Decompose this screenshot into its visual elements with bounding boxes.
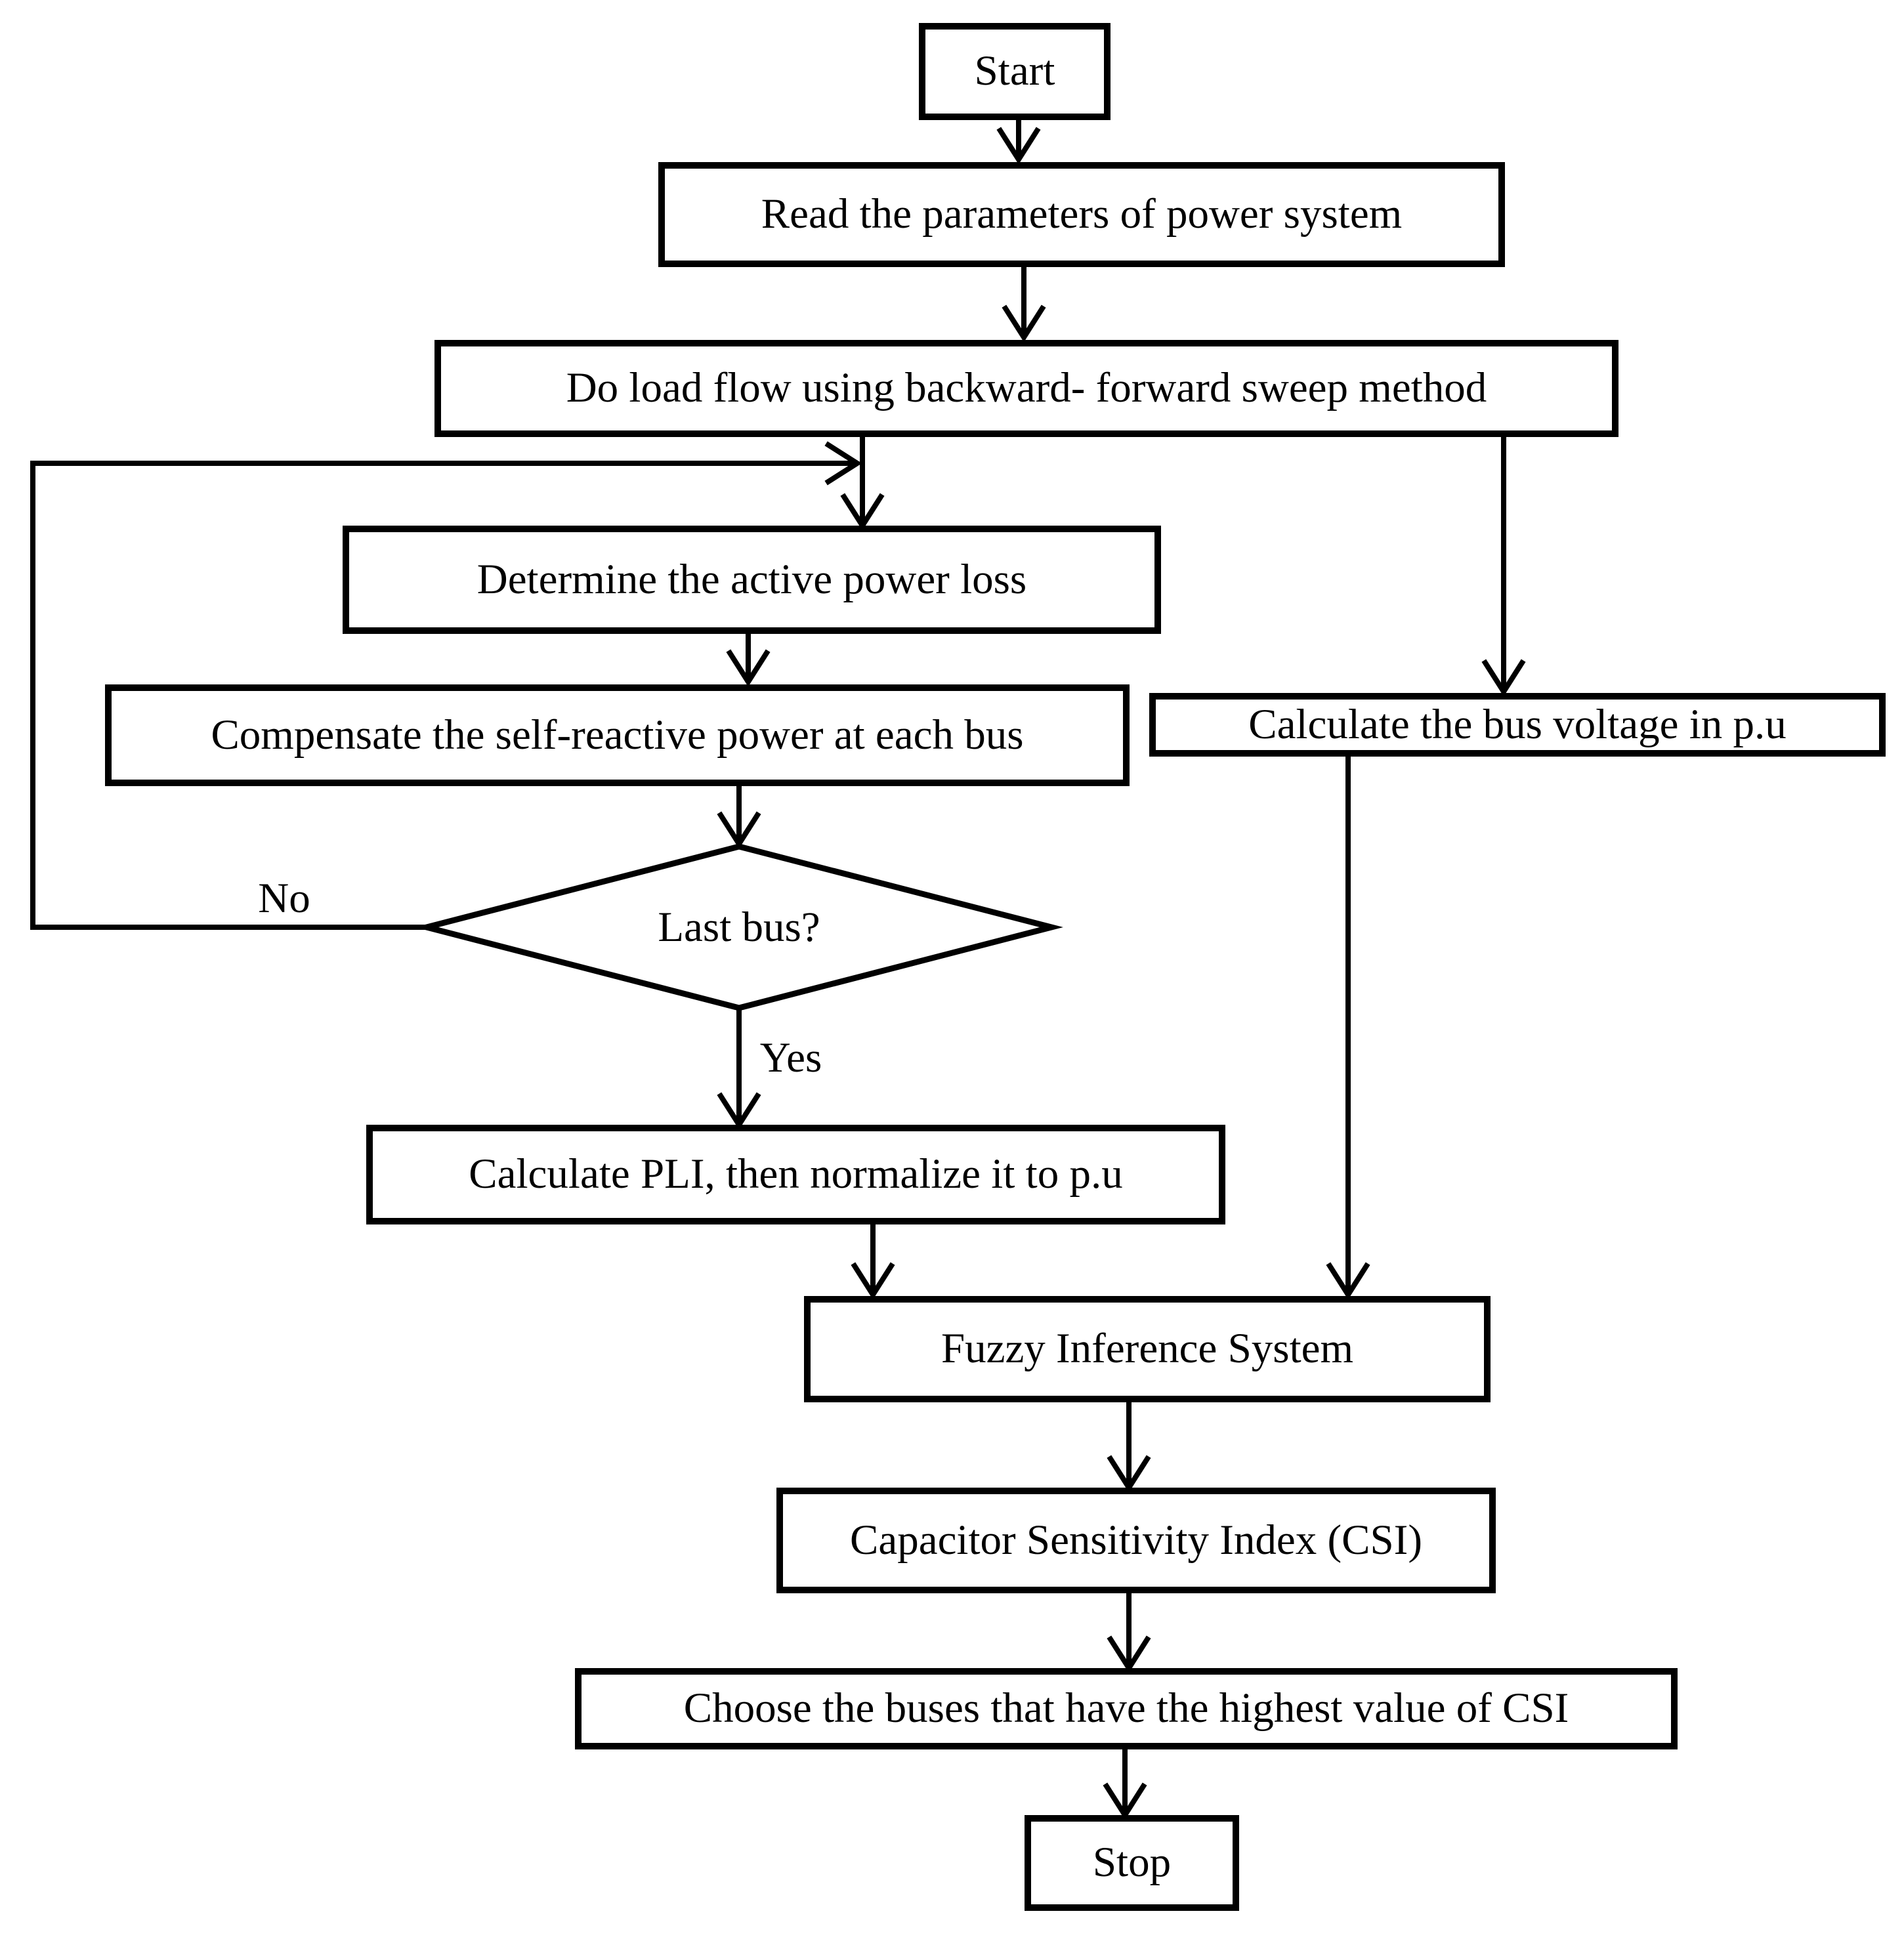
flowchart-node-last-bus-decision-label: Last bus? (658, 903, 820, 951)
edge-label-no: No (258, 874, 310, 922)
flowchart-node-fuzzy-inference-system: Fuzzy Inference System (804, 1296, 1491, 1402)
flowchart-node-determine-power-loss: Determine the active power loss (343, 526, 1161, 634)
flowchart-node-compensate-reactive-power: Compensate the self-reactive power at ea… (105, 684, 1130, 786)
flowchart-node-read-parameters: Read the parameters of power system (658, 162, 1505, 267)
flowchart-node-load-flow: Do load flow using backward- forward swe… (434, 340, 1618, 437)
connector-loadflow-to-busvolt (1481, 434, 1526, 697)
connector-loadflow-to-determine (840, 434, 885, 531)
connector-busvolt-to-fuzzy (1326, 757, 1370, 1300)
flowchart-node-choose-buses: Choose the buses that have the highest v… (575, 1668, 1678, 1749)
connector-compensate-to-lastbus (717, 786, 761, 849)
connector-fuzzy-to-csi (1107, 1402, 1151, 1493)
flowchart-node-stop: Stop (1025, 1815, 1239, 1911)
flowchart-node-calculate-pli: Calculate PLI, then normalize it to p.u (366, 1125, 1225, 1224)
connector-csi-to-choose (1107, 1593, 1151, 1673)
edge-label-yes: Yes (759, 1034, 822, 1081)
flowchart-node-start: Start (919, 23, 1111, 120)
connector-choose-to-stop (1103, 1749, 1147, 1820)
flowchart-node-capacitor-sensitivity-index: Capacitor Sensitivity Index (CSI) (776, 1488, 1496, 1593)
connector-lastbus-no-loop (30, 441, 862, 930)
connector-determine-to-compensate (726, 634, 771, 687)
connector-start-to-read (996, 120, 1041, 165)
connector-pli-to-fuzzy (851, 1224, 895, 1300)
flowchart-node-calculate-bus-voltage: Calculate the bus voltage in p.u (1149, 693, 1886, 757)
connector-read-to-loadflow (1002, 267, 1046, 343)
